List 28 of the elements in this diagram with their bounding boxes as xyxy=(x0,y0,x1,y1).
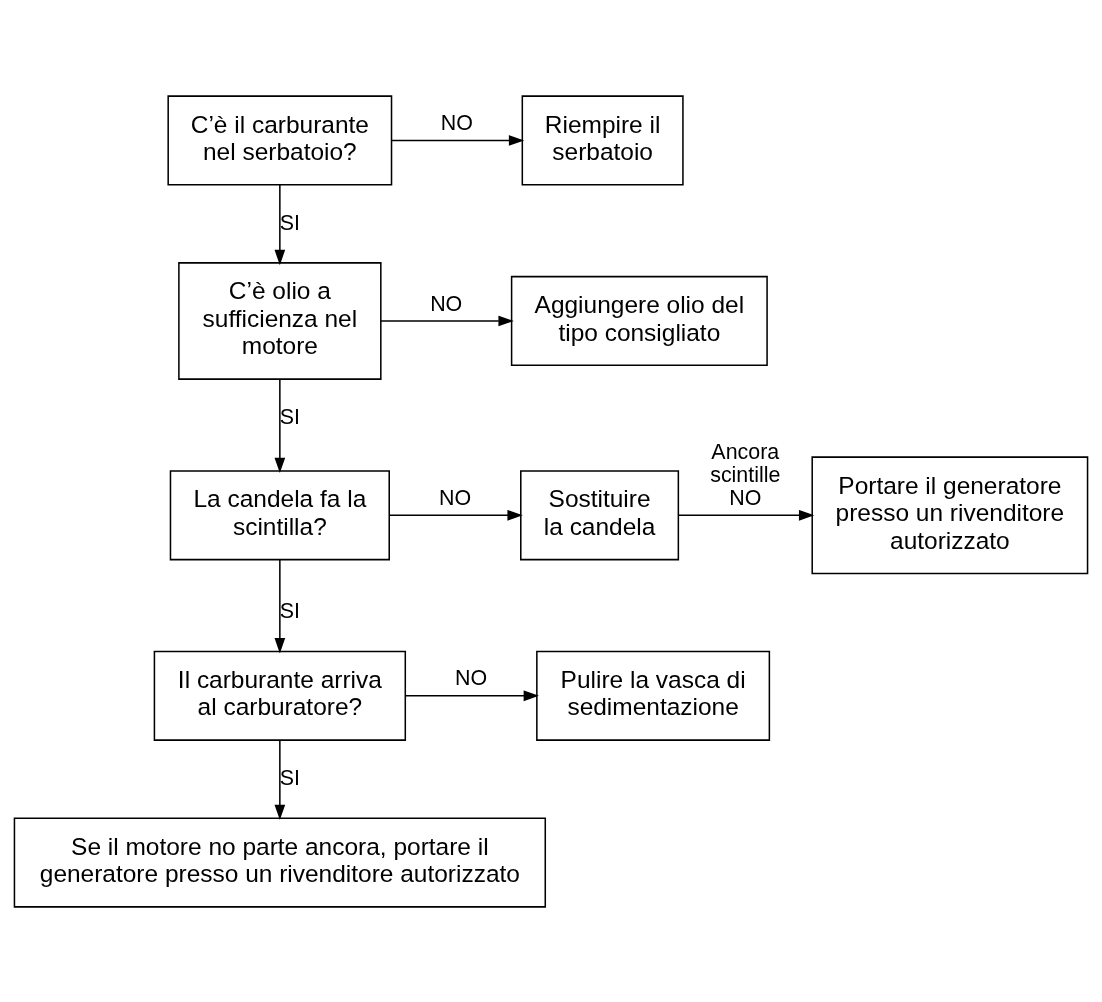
arrow xyxy=(380,315,514,326)
arrow xyxy=(677,509,815,521)
node-box: Il carburante arriva al carburatore? xyxy=(153,650,407,741)
arrow xyxy=(274,558,286,653)
edge-label: SI xyxy=(279,404,300,429)
edge-label: NO xyxy=(430,291,463,316)
edge-label: Ancora scintille NO xyxy=(710,439,781,510)
edge-label: NO xyxy=(438,485,472,510)
edge-label: NO xyxy=(440,110,473,135)
arrow xyxy=(391,134,525,146)
edge-label: NO xyxy=(455,665,488,690)
arrow xyxy=(274,739,286,820)
arrow xyxy=(404,689,539,701)
node-box: Se il motore no parte ancora, portare il generatore presso un rivenditore autorizzato xyxy=(13,816,547,908)
arrow xyxy=(274,378,286,473)
node-box: Aggiungere olio del tipo consigliato xyxy=(510,275,768,366)
arrow xyxy=(388,509,523,521)
node-box: La candela fa la scintilla? xyxy=(169,469,390,560)
arrow xyxy=(274,183,286,265)
edge-label: SI xyxy=(279,598,300,623)
node-box: Sostituire la candela xyxy=(520,469,680,560)
node-box: Pulire la vasca di sedimentazione xyxy=(536,650,771,741)
node-box: Portare il generatore presso un rivenditore autorizzato xyxy=(811,455,1089,574)
edge-label: SI xyxy=(279,765,300,790)
edge-label: SI xyxy=(279,210,300,235)
node-box: C’è olio a sufficienza nel motore xyxy=(178,261,382,380)
node-box: Riempire il serbatoio xyxy=(521,94,684,186)
node-box: C’è il carburante nel serbatoio? xyxy=(167,94,393,186)
